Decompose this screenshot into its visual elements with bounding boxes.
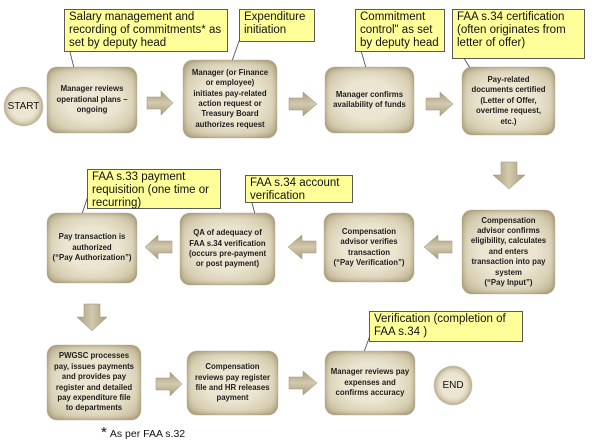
step-pay-authorization: Pay transaction is authorized (“Pay Auth… xyxy=(47,213,137,283)
arrow-right xyxy=(425,91,454,117)
arrow-right xyxy=(146,90,174,116)
arrow-right xyxy=(288,91,318,117)
step-initiate-pay-request: Manager (or Finance or employee) initiat… xyxy=(183,60,277,138)
start-terminal: START xyxy=(4,87,43,126)
step-confirm-funds: Manager confirms availability of funds xyxy=(325,67,414,133)
arrow-right xyxy=(288,370,318,396)
step-qa-verification: QA of adequacy of FAA s.34 verification … xyxy=(180,213,275,285)
footnote: * As per FAA s.32 xyxy=(101,424,185,444)
step-label: PWGSC processes pay, issues payments and… xyxy=(53,351,135,413)
callout-faa-s33-requisition: FAA s.33 payment requisition (one time o… xyxy=(87,169,221,209)
step-label: Pay-related documents certified (Letter … xyxy=(471,74,546,126)
callout-faa-s34-certification: FAA s.34 certification (often originates… xyxy=(452,9,585,59)
step-pay-verification: Compensation advisor verifies transactio… xyxy=(324,213,414,282)
step-label: Manager (or Finance or employee) initiat… xyxy=(191,67,269,129)
step-certify-documents: Pay-related documents certified (Letter … xyxy=(462,67,555,135)
step-label: Compensation advisor verifies transactio… xyxy=(333,226,405,267)
end-label: END xyxy=(442,379,464,391)
callout-expenditure-initiation: Expenditure initiation xyxy=(239,9,315,42)
footnote-text: As per FAA s.32 xyxy=(109,428,186,440)
arrow-left xyxy=(423,234,453,260)
arrow-down xyxy=(76,303,108,332)
arrow-left xyxy=(287,234,317,260)
step-pwgsc-processes-pay: PWGSC processes pay, issues payments and… xyxy=(47,345,141,420)
callout-faa-s34-account-verification: FAA s.34 account verification xyxy=(245,175,353,203)
step-release-payment: Compensation reviews pay register file a… xyxy=(187,351,278,415)
step-confirm-accuracy: Manager reviews pay expenses and confirm… xyxy=(325,351,415,415)
step-label: QA of adequacy of FAA s.34 verification … xyxy=(188,228,267,269)
step-label: Manager confirms availability of funds xyxy=(333,89,406,109)
start-label: START xyxy=(7,100,40,112)
callout-commitment-control: Commitment control" as set by deputy hea… xyxy=(355,9,445,52)
arrow-left xyxy=(144,234,173,260)
callout-verification-completion: Verification (completion of FAA s.34 ) xyxy=(369,311,523,342)
end-terminal: END xyxy=(434,366,472,405)
step-label: Manager reviews operational plans – ongo… xyxy=(56,84,128,115)
step-label: Pay transaction is authorized (“Pay Auth… xyxy=(52,232,132,263)
callout-salary-management: Salary management and recording of commi… xyxy=(64,9,228,52)
arrow-right xyxy=(155,371,183,397)
step-manager-reviews-plans: Manager reviews operational plans – ongo… xyxy=(47,67,137,133)
step-label: Manager reviews pay expenses and confirm… xyxy=(330,367,410,398)
step-label: Compensation advisor confirms eligibilit… xyxy=(470,215,547,288)
footnote-marker: * xyxy=(101,424,107,441)
step-label: Compensation reviews pay register file a… xyxy=(195,362,270,403)
step-pay-input: Compensation advisor confirms eligibilit… xyxy=(462,210,555,294)
arrow-down xyxy=(492,161,526,190)
